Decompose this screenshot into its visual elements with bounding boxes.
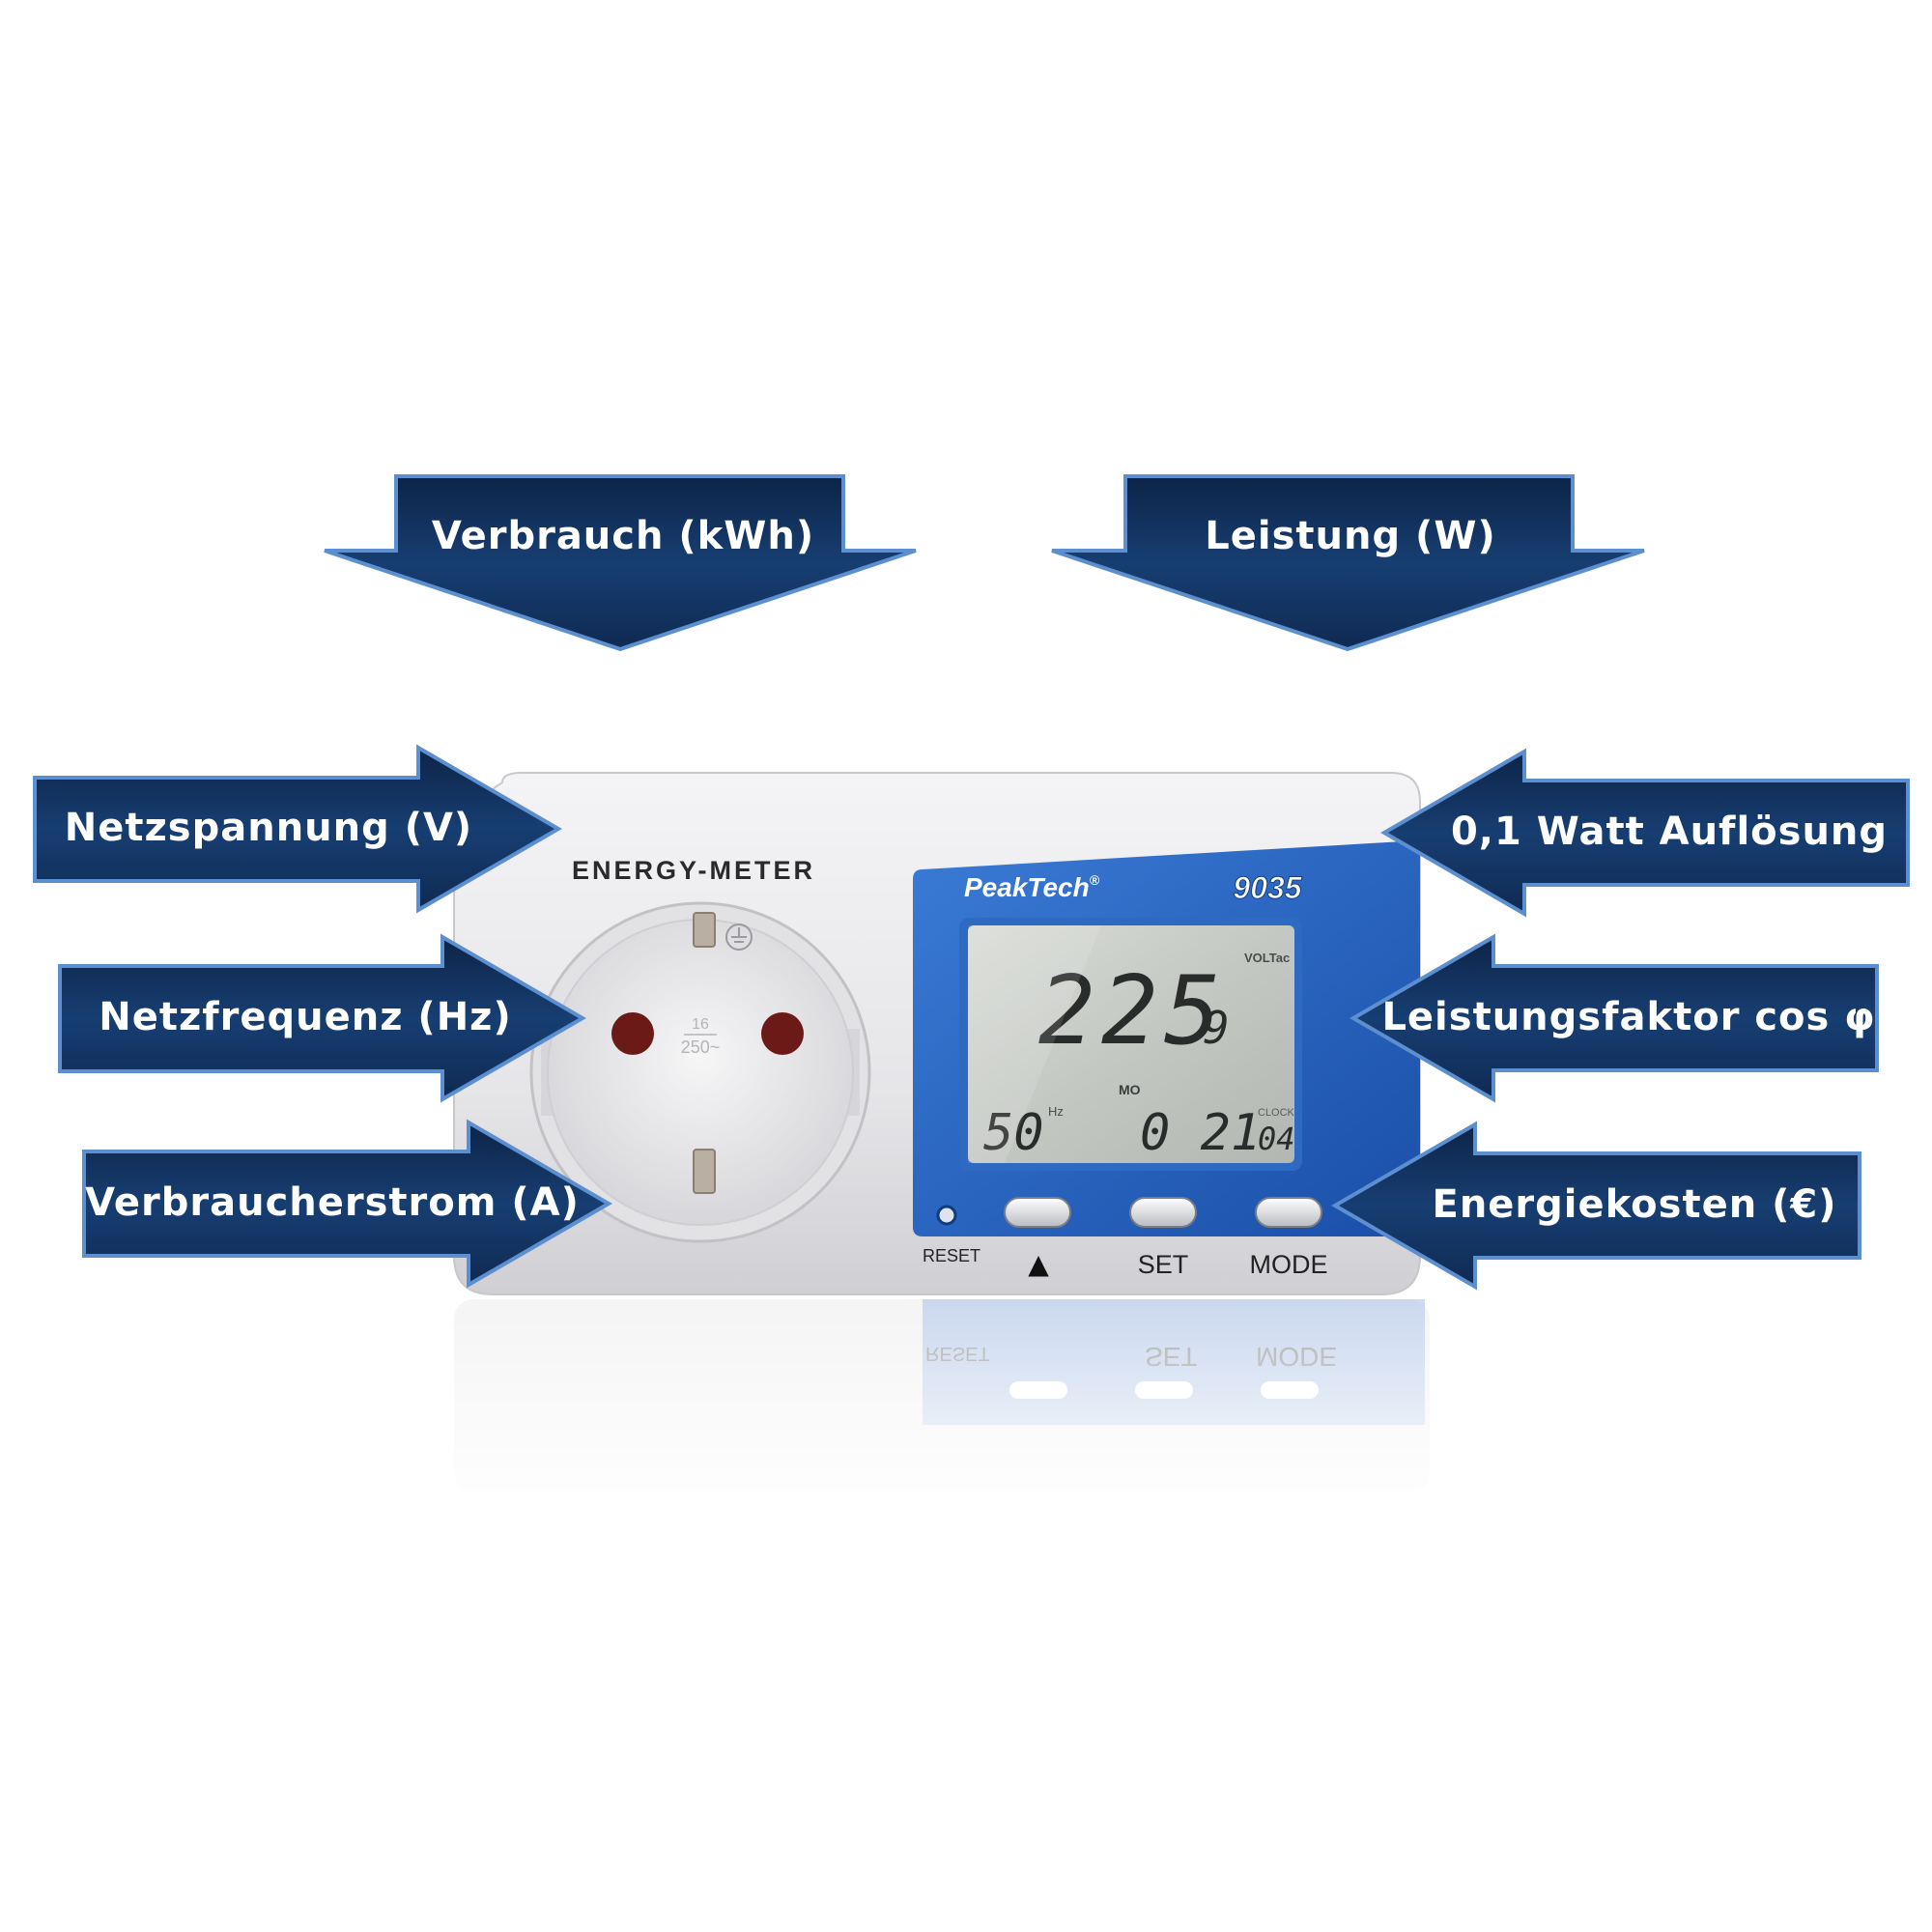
- callout-aufloesung: 0,1 Watt Auflösung: [1380, 748, 1910, 918]
- right-arrow-shape: [33, 744, 562, 914]
- up-button[interactable]: [1004, 1197, 1071, 1228]
- socket-hole-left: [611, 1012, 654, 1055]
- callout-netzfrequenz: Netzfrequenz (Hz): [58, 933, 586, 1103]
- callout-energiekosten-label: Energiekosten (€): [1433, 1182, 1837, 1227]
- device-label: ENERGY-METER: [572, 856, 815, 885]
- lcd-frequency-unit: Hz: [1048, 1104, 1064, 1119]
- set-button[interactable]: [1129, 1197, 1197, 1228]
- right-arrow-shape: [82, 1119, 612, 1289]
- callout-leistungsfaktor-label: Leistungsfaktor cos φ: [1381, 995, 1875, 1039]
- callout-leistung-label: Leistung (W): [1205, 514, 1495, 558]
- reset-label: RESET: [923, 1246, 980, 1265]
- lcd-main-unit: VOLTac: [1244, 951, 1290, 965]
- down-arrow-shape: [324, 474, 917, 652]
- callout-netzspannung-label: Netzspannung (V): [65, 806, 472, 850]
- callout-verbraucherstrom: Verbraucherstrom (A): [82, 1119, 612, 1289]
- mode-button-label: MODE: [1250, 1250, 1328, 1279]
- lcd-frequency-value: 50: [983, 1104, 1044, 1162]
- earth-symbol-icon: [725, 923, 753, 951]
- left-arrow-shape: [1331, 1121, 1861, 1291]
- lcd-clock-small: 04: [1258, 1121, 1295, 1157]
- model-number: 9035: [1233, 870, 1302, 905]
- socket-hole-right: [761, 1012, 804, 1055]
- callout-leistungsfaktor: Leistungsfaktor cos φ: [1350, 933, 1879, 1103]
- earth-clip-top: [693, 912, 716, 948]
- socket-rating-top: 16: [692, 1016, 709, 1033]
- left-arrow-shape: [1350, 933, 1879, 1103]
- lcd-clock-value: 0 21: [1140, 1104, 1261, 1162]
- set-button-label: SET: [1138, 1250, 1189, 1279]
- energy-meter-device: RESET SET MODE ENERGY-METER: [425, 772, 1468, 1512]
- lcd-main-decimal: 9: [1203, 1002, 1230, 1054]
- device-reflection: RESET SET MODE: [425, 1299, 1468, 1512]
- mode-button[interactable]: [1255, 1197, 1322, 1228]
- callout-verbrauch: Verbrauch (kWh): [324, 474, 917, 652]
- callout-netzfrequenz-label: Netzfrequenz (Hz): [99, 995, 512, 1039]
- callout-verbraucherstrom-label: Verbraucherstrom (A): [85, 1180, 580, 1225]
- callout-verbrauch-label: Verbrauch (kWh): [432, 514, 814, 558]
- up-button-label: ▲: [1028, 1248, 1049, 1280]
- down-arrow-shape: [1051, 474, 1645, 652]
- callout-energiekosten: Energiekosten (€): [1331, 1121, 1861, 1291]
- lcd-main-value: 225: [1038, 956, 1227, 1066]
- reset-pinhole[interactable]: [936, 1205, 957, 1226]
- left-arrow-shape: [1380, 748, 1910, 918]
- lcd-clock-label: CLOCK: [1258, 1107, 1295, 1119]
- callout-leistung: Leistung (W): [1051, 474, 1645, 652]
- callout-netzspannung: Netzspannung (V): [33, 744, 562, 914]
- schuko-socket: 16 250~: [529, 901, 871, 1243]
- lcd-display: 225 9 VOLTac 50 Hz MO 0 21 04 CLOCK: [959, 918, 1302, 1171]
- brand-logo: PeakTech®: [964, 872, 1100, 902]
- callout-aufloesung-label: 0,1 Watt Auflösung: [1451, 810, 1888, 854]
- lcd-mode-indicator: MO: [1119, 1082, 1141, 1097]
- right-arrow-shape: [58, 933, 586, 1103]
- earth-clip-bottom: [693, 1149, 716, 1194]
- socket-rating-bottom: 250~: [681, 1037, 721, 1057]
